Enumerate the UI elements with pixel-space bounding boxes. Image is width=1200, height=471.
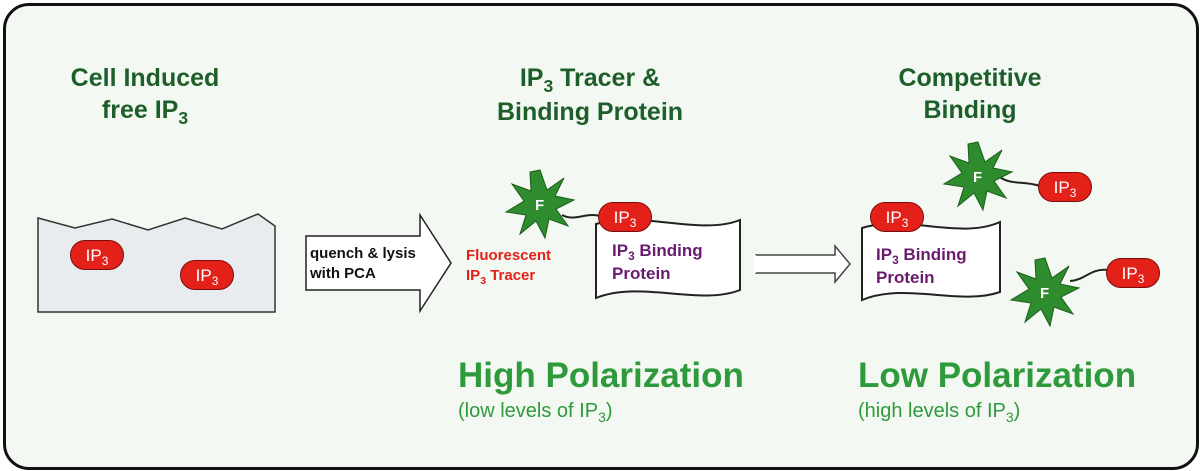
competitive-heading-line2: Binding	[923, 96, 1017, 124]
competitive-heading: Competitive Binding	[860, 62, 1080, 126]
binding-protein-label-middle: IP3 Binding Protein	[612, 241, 703, 283]
low-polarization-title: Low Polarization	[858, 356, 1137, 395]
ip3-pill-tracer: IP3	[598, 202, 652, 232]
fluorophore-letter: F	[1040, 285, 1049, 302]
quench-arrow	[305, 212, 452, 314]
fluorophore-top-right: F	[942, 141, 1014, 212]
fluorescent-tracer-label: Fluorescent IP3 Tracer	[466, 247, 552, 287]
transition-arrow	[755, 243, 851, 285]
high-polarization-note: (low levels of IP3)	[458, 400, 613, 425]
cell-heading: Cell Induced free IP3	[30, 62, 260, 128]
ip3-pill-cell-1: IP3	[70, 240, 124, 270]
high-polarization-title: High Polarization	[458, 356, 744, 395]
fluorophore-bottom-right: F	[1009, 257, 1081, 328]
tracer-heading: IP3 Tracer & Binding Protein	[460, 62, 720, 128]
quench-lysis-label: quench & lysis with PCA	[310, 245, 416, 282]
cell-heading-line1: Cell Induced	[70, 64, 220, 92]
tracer-heading-line2: Binding Protein	[496, 98, 684, 126]
ip3-pill-cell-2: IP3	[180, 260, 234, 290]
fluorophore-letter: F	[973, 169, 982, 186]
low-polarization-note: (high levels of IP3)	[858, 400, 1021, 425]
fluorophore-letter: F	[535, 197, 544, 214]
tracer-linker-top	[997, 175, 1041, 187]
ip3-pill-bound: IP3	[870, 202, 924, 232]
tracer-linker-middle	[561, 214, 601, 219]
ip3-pill-free-top: IP3	[1038, 172, 1092, 202]
tracer-linker-bottom	[1069, 268, 1109, 282]
binding-protein-label-right: IP3 Binding Protein	[876, 245, 967, 287]
fluorophore-middle: F	[504, 169, 576, 240]
competitive-heading-line1: Competitive	[898, 64, 1042, 92]
cell-heading-line2: free IP3	[101, 96, 189, 129]
tracer-heading-line1: IP3 Tracer &	[519, 64, 661, 97]
ip3-pill-free-bottom: IP3	[1106, 258, 1160, 288]
